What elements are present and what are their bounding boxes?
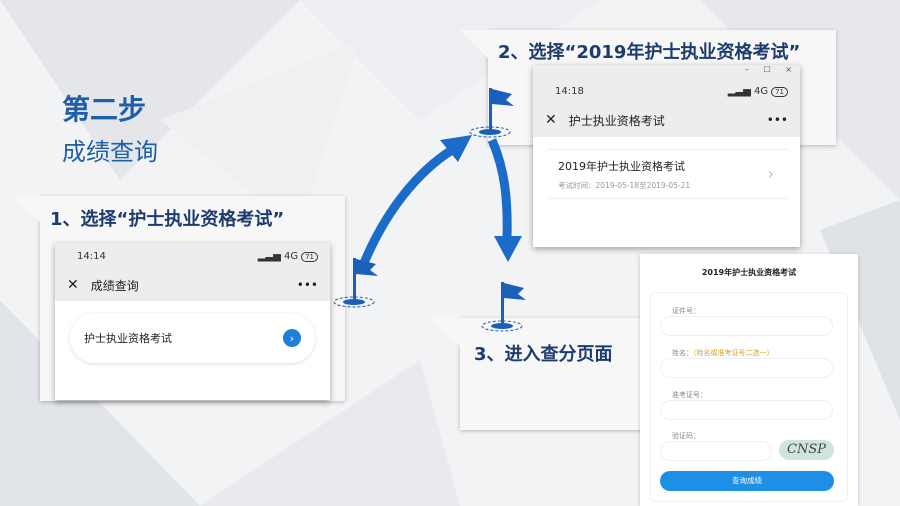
- exam-list-item[interactable]: 护士执业资格考试 ›: [70, 313, 315, 363]
- page-header: 成绩查询: [90, 278, 139, 293]
- callout-3-title: 3、进入查分页面: [474, 344, 613, 365]
- step-heading: 第二步: [62, 93, 147, 126]
- ticket-number-input[interactable]: [660, 400, 833, 420]
- captcha-label: 验证码：: [672, 432, 700, 440]
- close-icon[interactable]: ✕: [545, 112, 557, 128]
- id-label: 证件号：: [672, 307, 700, 315]
- captcha-input[interactable]: [660, 441, 772, 461]
- curved-arrow-head: [440, 135, 472, 162]
- callout-1-tab: [14, 196, 42, 224]
- id-number-input[interactable]: [660, 316, 833, 336]
- name-input[interactable]: [660, 358, 833, 378]
- curved-arrow: [357, 146, 455, 270]
- flag-icon: [481, 282, 526, 332]
- exam-item-title: 2019年护士执业资格考试: [558, 160, 685, 173]
- submit-button[interactable]: 查询成绩: [660, 471, 834, 491]
- callout-3-tab: [432, 318, 461, 347]
- callout-2-tab: [460, 30, 489, 59]
- more-icon[interactable]: •••: [766, 113, 788, 127]
- window-controls[interactable]: – ☐ ×: [533, 65, 800, 79]
- flag-icon: [333, 258, 378, 308]
- ticket-label: 准考证号：: [672, 391, 707, 399]
- callout-3-panel: [460, 318, 645, 430]
- callout-1-title: 1、选择“护士执业资格考试”: [50, 209, 285, 230]
- page-header: 护士执业资格考试: [568, 113, 665, 128]
- exam-list-item[interactable]: 2019年护士执业资格考试 考试时间：2019-05-18至2019-05-21…: [548, 149, 788, 199]
- step-subtitle: 成绩查询: [62, 138, 158, 166]
- name-label: 姓名：（姓名或准考证号二选一）: [672, 349, 774, 357]
- close-icon[interactable]: ✕: [67, 277, 79, 293]
- chevron-right-icon: ›: [767, 164, 774, 183]
- callout-2-title: 2、选择“2019年护士执业资格考试”: [498, 42, 801, 63]
- more-icon[interactable]: •••: [296, 278, 318, 292]
- down-arrow-head: [494, 236, 522, 262]
- form-title: 2019年护士执业资格考试: [701, 268, 797, 277]
- flag-icon: [469, 88, 514, 138]
- score-query-form: 2019年护士执业资格考试 证件号： 姓名：（姓名或准考证号二选一） 准考证号：…: [640, 254, 858, 506]
- status-time: 14:18: [555, 85, 584, 97]
- chevron-right-icon[interactable]: ›: [283, 329, 301, 347]
- exam-item-label: 护士执业资格考试: [84, 332, 172, 345]
- down-arrow: [487, 138, 512, 239]
- exam-item-date: 考试时间：2019-05-18至2019-05-21: [558, 181, 691, 190]
- captcha-image[interactable]: CNSP: [779, 440, 834, 460]
- status-time: 14:14: [77, 250, 106, 262]
